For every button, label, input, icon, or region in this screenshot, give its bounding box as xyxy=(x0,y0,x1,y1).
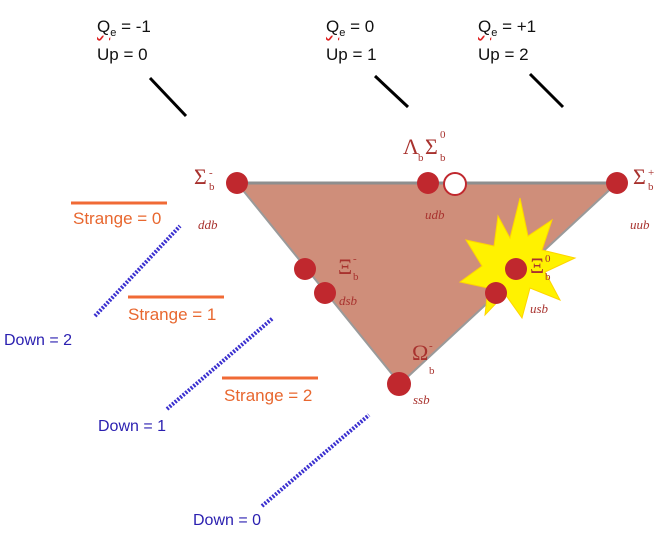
label-xi-zero-sub: b xyxy=(545,271,551,283)
label-xi-minus-sup: - xyxy=(353,253,357,265)
strange-label-2: Strange = 2 xyxy=(224,386,313,405)
label-lambda-symbol: Λ xyxy=(403,134,419,159)
particle-sigma-zero xyxy=(443,172,467,196)
label-omega-sup: - xyxy=(429,340,433,352)
down-line-2 xyxy=(93,224,182,318)
charge-pointer-pos xyxy=(528,72,565,109)
charge-label-neg: Qe = -1 Up = 0 xyxy=(97,17,151,64)
up-label-0: Up = 0 xyxy=(97,45,148,64)
particle-xi-minus-b xyxy=(314,282,336,304)
label-sigma-plus-sup: + xyxy=(648,167,654,179)
charge-pointer-neg xyxy=(148,76,188,118)
label-xi-zero-symbol: Ξ xyxy=(530,253,544,278)
label-sigma-zero-symbol: Σ xyxy=(425,134,438,159)
label-sigma-minus-sup: - xyxy=(209,167,213,179)
up-label-1: Up = 1 xyxy=(326,45,377,64)
label-xi-minus-sub: b xyxy=(353,271,359,283)
label-lambda-sub: b xyxy=(418,152,424,164)
down-label-2: Down = 2 xyxy=(4,332,73,349)
down-label-1: Down = 1 xyxy=(98,418,167,435)
label-sigma-minus-quarks: ddb xyxy=(198,217,218,232)
particle-omega-minus xyxy=(387,372,411,396)
label-omega-quarks: ssb xyxy=(413,392,430,407)
particle-xi-zero-a xyxy=(505,258,527,280)
label-sigma-plus-symbol: Σ xyxy=(633,164,646,189)
particle-xi-zero-b xyxy=(485,282,507,304)
label-xi-minus-quarks: dsb xyxy=(339,293,358,308)
label-omega-symbol: Ω xyxy=(412,340,428,365)
strange-label-1: Strange = 1 xyxy=(128,305,217,324)
charge-label-zero: Qe = 0 Up = 1 xyxy=(326,17,377,64)
label-sigma-plus-sub: b xyxy=(648,181,654,193)
particle-xi-minus-a xyxy=(294,258,316,280)
charge-pointer-zero xyxy=(373,74,410,109)
label-xi-zero-quarks: usb xyxy=(530,301,549,316)
label-sigma-minus-symbol: Σ xyxy=(194,164,207,189)
charge-label-pos: Qe = +1 Up = 2 xyxy=(478,17,537,64)
particle-sigma-minus xyxy=(226,172,248,194)
down-line-0 xyxy=(260,413,371,508)
label-xi-zero-sup: 0 xyxy=(545,253,551,265)
label-omega-sub: b xyxy=(429,365,435,377)
strange-label-0: Strange = 0 xyxy=(73,209,162,228)
up-label-2: Up = 2 xyxy=(478,45,529,64)
down-label-0: Down = 0 xyxy=(193,512,262,529)
label-sigma-minus-sub: b xyxy=(209,181,215,193)
label-lambda-quarks: udb xyxy=(425,207,445,222)
label-sigma-zero-sub: b xyxy=(440,152,446,164)
particle-sigma-plus xyxy=(606,172,628,194)
label-sigma-plus-quarks: uub xyxy=(630,217,650,232)
particle-lambda xyxy=(417,172,439,194)
label-xi-minus-symbol: Ξ xyxy=(338,254,352,279)
label-sigma-zero-sup: 0 xyxy=(440,129,446,141)
down-line-1 xyxy=(165,316,275,411)
